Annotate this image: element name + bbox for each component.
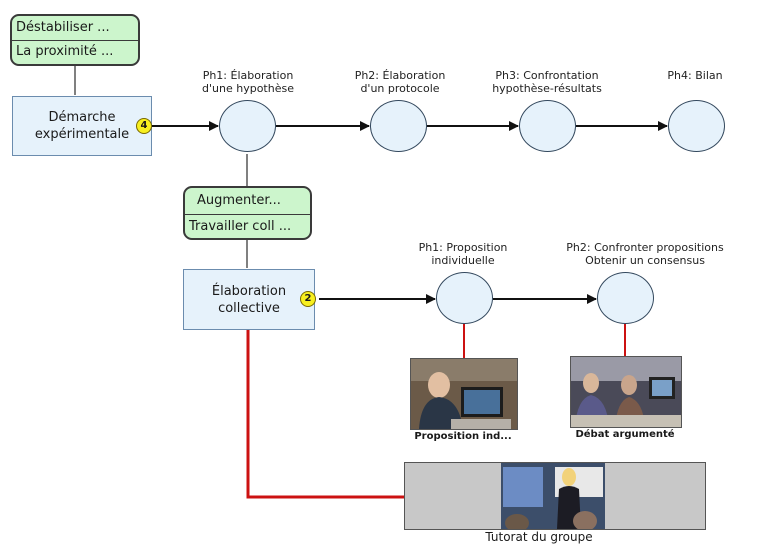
link-tutorat xyxy=(246,329,404,499)
goal-middle-line1: Augmenter... xyxy=(197,193,281,208)
resource-thumbnail-tutorat[interactable] xyxy=(404,462,706,530)
resource-caption-tutorat: Tutorat du groupe xyxy=(485,530,593,544)
goal-box-top[interactable]: Déstabiliser ... La proximité ... xyxy=(10,14,140,66)
phase-label-ph4: Ph4: Bilan xyxy=(667,69,723,82)
phase-label-ph2: Ph2: Élaboration d'un protocole xyxy=(354,69,446,95)
phase-label-row2-ph1: Ph1: Proposition individuelle xyxy=(418,241,508,267)
photo-student-computer-icon xyxy=(411,359,517,429)
phase-ph1-elaboration-hypothese[interactable] xyxy=(219,100,276,152)
phase-label-ph1: Ph1: Élaboration d'une hypothèse xyxy=(202,69,294,95)
phase-ph3-confrontation[interactable] xyxy=(519,100,576,152)
method-elaboration-collective[interactable]: Élaboration collective xyxy=(183,269,315,330)
goal-middle-line2: Travailler coll ... xyxy=(185,214,310,238)
phase-label-ph3: Ph3: Confrontation hypothèse-résultats xyxy=(492,69,602,95)
step-count-badge: 4 xyxy=(136,118,152,134)
photo-teacher-tutoring-icon xyxy=(405,463,705,529)
phase-ph4-bilan[interactable] xyxy=(668,100,725,152)
resource-caption-debat: Débat argumenté xyxy=(575,429,675,440)
goal-box-middle[interactable]: Augmenter... Travailler coll ... xyxy=(183,186,312,240)
resource-caption-proposition: Proposition ind... xyxy=(414,431,512,442)
step-count-badge: 2 xyxy=(300,291,316,307)
method-demarche-label: Démarche expérimentale xyxy=(34,110,130,142)
resource-thumbnail-proposition[interactable] xyxy=(410,358,518,430)
phase-row2-ph1-proposition-individuelle[interactable] xyxy=(436,272,493,324)
phase-row2-ph2-confronter[interactable] xyxy=(597,272,654,324)
method-elaboration-label: Élaboration collective xyxy=(211,283,287,316)
goal-top-line1: Déstabiliser ... xyxy=(16,20,110,35)
phase-label-row2-ph2: Ph2: Confronter propositions Obtenir un … xyxy=(566,241,724,267)
method-demarche-experimentale[interactable]: Démarche expérimentale xyxy=(12,96,152,156)
resource-thumbnail-debat[interactable] xyxy=(570,356,682,428)
goal-top-line2: La proximité ... xyxy=(12,40,138,63)
photo-classroom-debate-icon xyxy=(571,357,681,427)
phase-ph2-elaboration-protocole[interactable] xyxy=(370,100,427,152)
